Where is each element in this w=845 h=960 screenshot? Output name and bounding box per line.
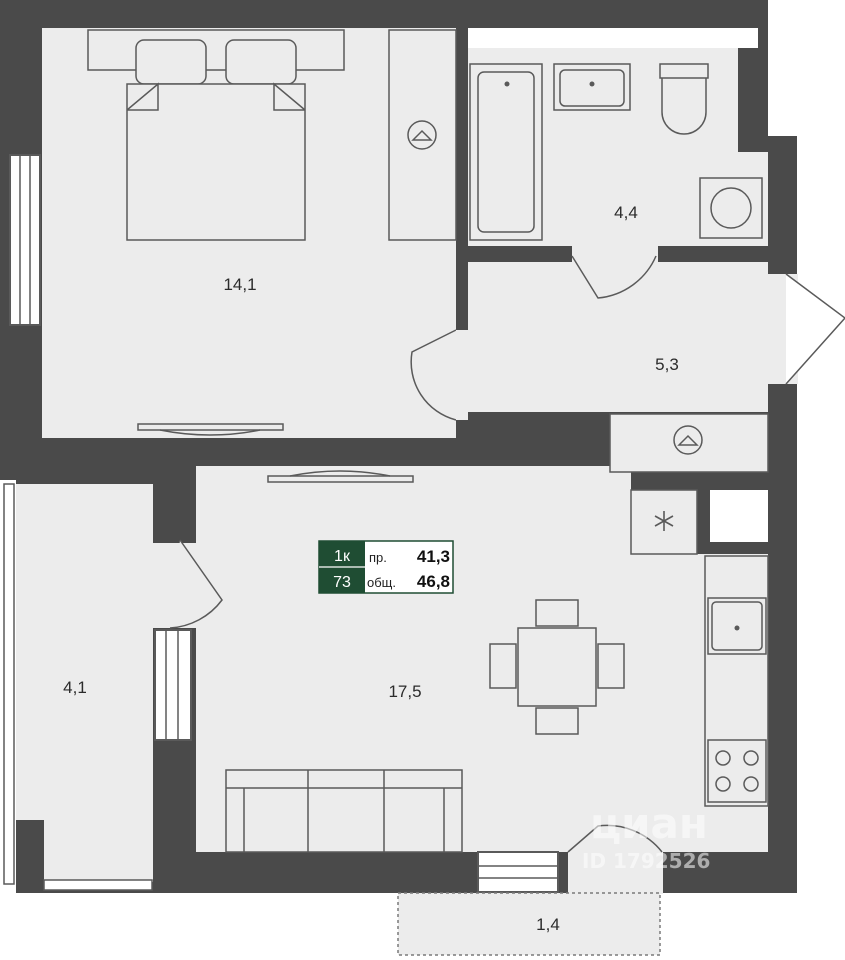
bed-icon bbox=[126, 83, 306, 241]
badge-living-label: пр. bbox=[369, 550, 387, 565]
apartment-badge: 1к 73 пр. 41,3 общ. 46,8 bbox=[318, 540, 454, 594]
badge-living-value: 41,3 bbox=[417, 547, 450, 566]
loggia-left-floor bbox=[16, 484, 153, 820]
sink-icon bbox=[707, 597, 767, 655]
watermark-id: ID 1792526 bbox=[582, 849, 710, 873]
room-area-bedroom: 14,1 bbox=[223, 275, 256, 294]
badge-rooms: 1к bbox=[334, 548, 351, 565]
bathtub-icon bbox=[469, 63, 543, 241]
sofa-icon bbox=[225, 769, 463, 853]
room-area-loggia: 4,1 bbox=[63, 678, 87, 697]
living-window-left bbox=[154, 629, 192, 741]
badge-total-label: общ. bbox=[367, 575, 396, 590]
hanger-icon bbox=[673, 425, 703, 455]
room-area-living: 17,5 bbox=[388, 682, 421, 701]
loggia-door bbox=[169, 539, 223, 629]
badge-total-value: 46,8 bbox=[417, 572, 450, 591]
tv-icon bbox=[137, 423, 284, 431]
balcony-window bbox=[477, 851, 559, 893]
chair-icon bbox=[535, 599, 579, 627]
washing-machine-icon bbox=[699, 177, 763, 239]
pillow-icon bbox=[135, 39, 207, 85]
room-area-hall: 5,3 bbox=[655, 355, 679, 374]
bathroom-floor bbox=[468, 48, 768, 246]
chair-icon bbox=[489, 643, 517, 689]
chair-icon bbox=[535, 707, 579, 735]
balcony-bottom bbox=[397, 892, 661, 956]
bathroom-door bbox=[571, 255, 657, 299]
pillow-icon bbox=[225, 39, 297, 85]
entrance-door bbox=[785, 273, 845, 385]
toilet-icon bbox=[659, 63, 709, 79]
wardrobe bbox=[609, 413, 769, 473]
badge-number: 73 bbox=[333, 574, 351, 591]
bedroom-window bbox=[9, 154, 41, 326]
wardrobe bbox=[388, 29, 457, 241]
dining-table bbox=[517, 627, 597, 707]
watermark-brand: циан bbox=[590, 799, 708, 848]
hanger-icon bbox=[407, 120, 437, 150]
stove-icon bbox=[707, 739, 767, 803]
balcony-door bbox=[567, 824, 663, 853]
tv-icon bbox=[267, 475, 414, 483]
ventilation-icon bbox=[630, 489, 698, 555]
bed-headboard bbox=[87, 29, 345, 71]
chair-icon bbox=[597, 643, 625, 689]
room-area-bathroom: 4,4 bbox=[614, 203, 638, 222]
room-area-balcony: 1,4 bbox=[536, 915, 560, 934]
sink-icon bbox=[553, 63, 631, 111]
ventilation-icon bbox=[654, 511, 674, 531]
bedroom-door bbox=[410, 329, 457, 421]
kitchen-counter bbox=[704, 555, 769, 807]
